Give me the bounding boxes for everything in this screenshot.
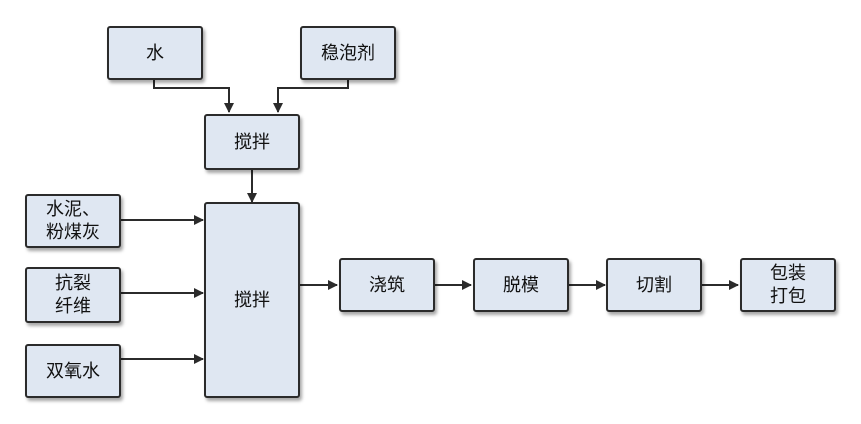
node-anticrack-fiber: 抗裂 纤维 bbox=[25, 267, 121, 323]
node-demolding: 脱模 bbox=[473, 258, 569, 312]
edge-stabilizer-to-mix-top bbox=[273, 80, 349, 113]
node-packing: 包装 打包 bbox=[740, 258, 836, 312]
edge-water-to-mix-top bbox=[153, 80, 234, 113]
node-mix-top: 搅拌 bbox=[204, 114, 300, 170]
node-mix-main: 搅拌 bbox=[204, 202, 300, 398]
node-cement-flyash: 水泥、 粉煤灰 bbox=[25, 194, 121, 248]
node-water: 水 bbox=[107, 26, 203, 80]
node-foam-stabilizer: 稳泡剂 bbox=[300, 26, 396, 80]
node-pouring: 浇筑 bbox=[339, 258, 435, 312]
node-cutting: 切割 bbox=[606, 258, 702, 312]
node-hydrogen-peroxide: 双氧水 bbox=[25, 344, 121, 398]
